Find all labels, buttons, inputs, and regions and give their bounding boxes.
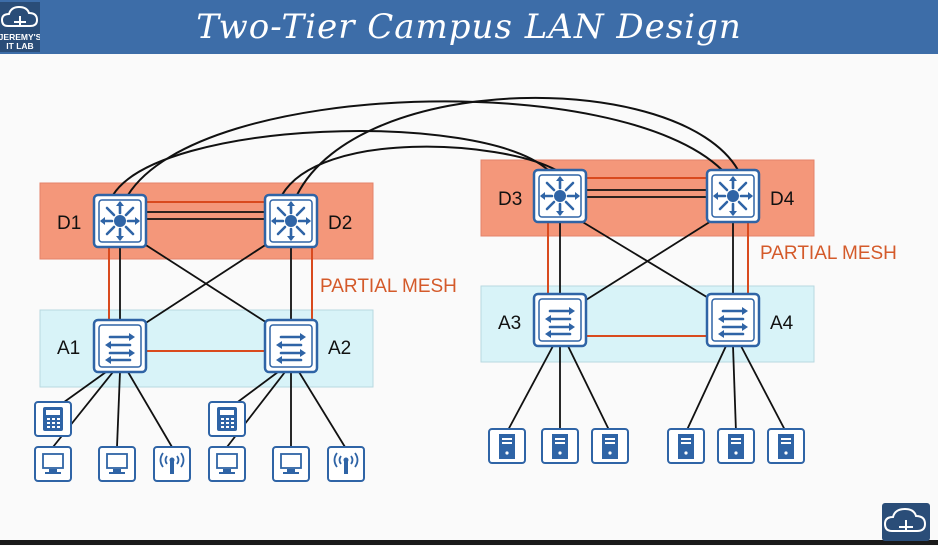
a2-switch-icon[interactable] (263, 318, 319, 374)
d1-label: D1 (57, 213, 81, 234)
a4-switch-icon[interactable] (705, 292, 761, 348)
d3-label: D3 (498, 189, 522, 210)
title-bar (0, 0, 938, 54)
wireless-ap-icon[interactable] (327, 446, 365, 482)
wireless-ap-icon[interactable] (153, 446, 191, 482)
pc-icon[interactable] (98, 446, 136, 482)
ip-phone-icon[interactable] (208, 401, 246, 437)
partial-mesh-outline-right (547, 177, 749, 337)
jeremys-it-lab-logo: JEREMY'S IT LAB (0, 2, 40, 52)
ip-phone-icon[interactable] (34, 401, 72, 437)
server-icon[interactable] (541, 428, 579, 464)
partial-mesh-outline-left (108, 201, 313, 352)
cloud-logo-icon (882, 503, 930, 541)
right-site-links (506, 189, 787, 433)
server-icon[interactable] (591, 428, 629, 464)
d2-label: D2 (328, 213, 352, 234)
a2-label: A2 (328, 338, 351, 359)
distribution-layer-left (39, 182, 374, 260)
a1-switch-icon[interactable] (92, 318, 148, 374)
server-icon[interactable] (767, 428, 805, 464)
a3-label: A3 (498, 313, 521, 334)
access-layer-left (39, 309, 374, 388)
a1-label: A1 (57, 338, 80, 359)
distribution-layer-right (480, 159, 815, 237)
pc-icon[interactable] (34, 446, 72, 482)
server-icon[interactable] (717, 428, 755, 464)
d4-label: D4 (770, 189, 795, 210)
a3-switch-icon[interactable] (532, 292, 588, 348)
inter-site-links (112, 96, 739, 196)
pc-icon[interactable] (272, 446, 310, 482)
server-icon[interactable] (488, 428, 526, 464)
d4-multilayer-switch-icon[interactable] (705, 168, 761, 224)
server-icon[interactable] (667, 428, 705, 464)
access-layer-right (480, 285, 815, 363)
partial-mesh-label-right: PARTIAL MESH (760, 243, 897, 264)
a4-label: A4 (770, 313, 794, 334)
bottom-bar (0, 540, 938, 545)
d3-multilayer-switch-icon[interactable] (532, 168, 588, 224)
pc-icon[interactable] (208, 446, 246, 482)
d1-multilayer-switch-icon[interactable] (92, 193, 148, 249)
partial-mesh-label-left: PARTIAL MESH (320, 276, 457, 297)
d2-multilayer-switch-icon[interactable] (263, 193, 319, 249)
slide-title: Two-Tier Campus LAN Design (196, 7, 742, 47)
